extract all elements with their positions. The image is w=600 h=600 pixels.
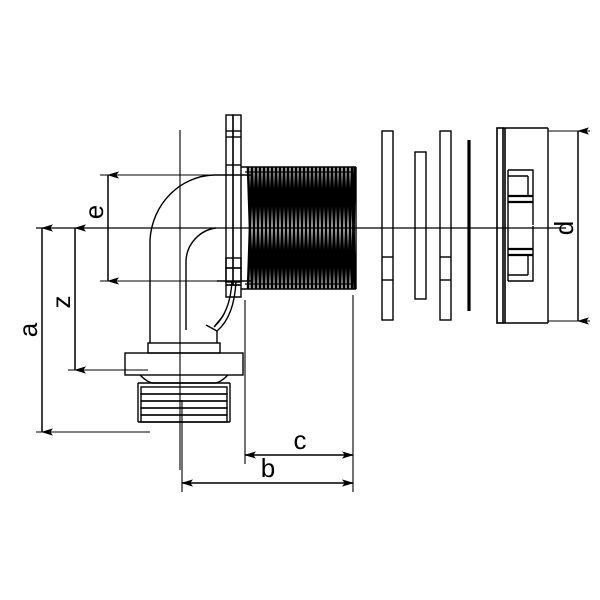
dimension-label-d: d <box>549 221 579 235</box>
elbow-body <box>149 174 252 343</box>
dimension-label-e: e <box>79 205 109 219</box>
thread-root-lines <box>245 171 356 285</box>
dimension-label-a: a <box>13 322 43 337</box>
shoulder-flange-plate <box>225 114 242 298</box>
male-thread-teeth <box>246 166 357 290</box>
washer-1 <box>381 130 394 321</box>
dimension-label-c: c <box>294 425 307 455</box>
compression-sleeve <box>124 342 244 384</box>
dimension-labels: a z e d b c <box>13 205 579 483</box>
pex-barb-insert <box>137 383 231 423</box>
washer-3 <box>439 130 452 321</box>
flange-nut <box>496 127 549 324</box>
dimension-label-z: z <box>46 296 76 309</box>
dimension-arrows <box>41 127 589 487</box>
washer-2 <box>414 151 427 300</box>
dimension-label-b: b <box>261 453 275 483</box>
